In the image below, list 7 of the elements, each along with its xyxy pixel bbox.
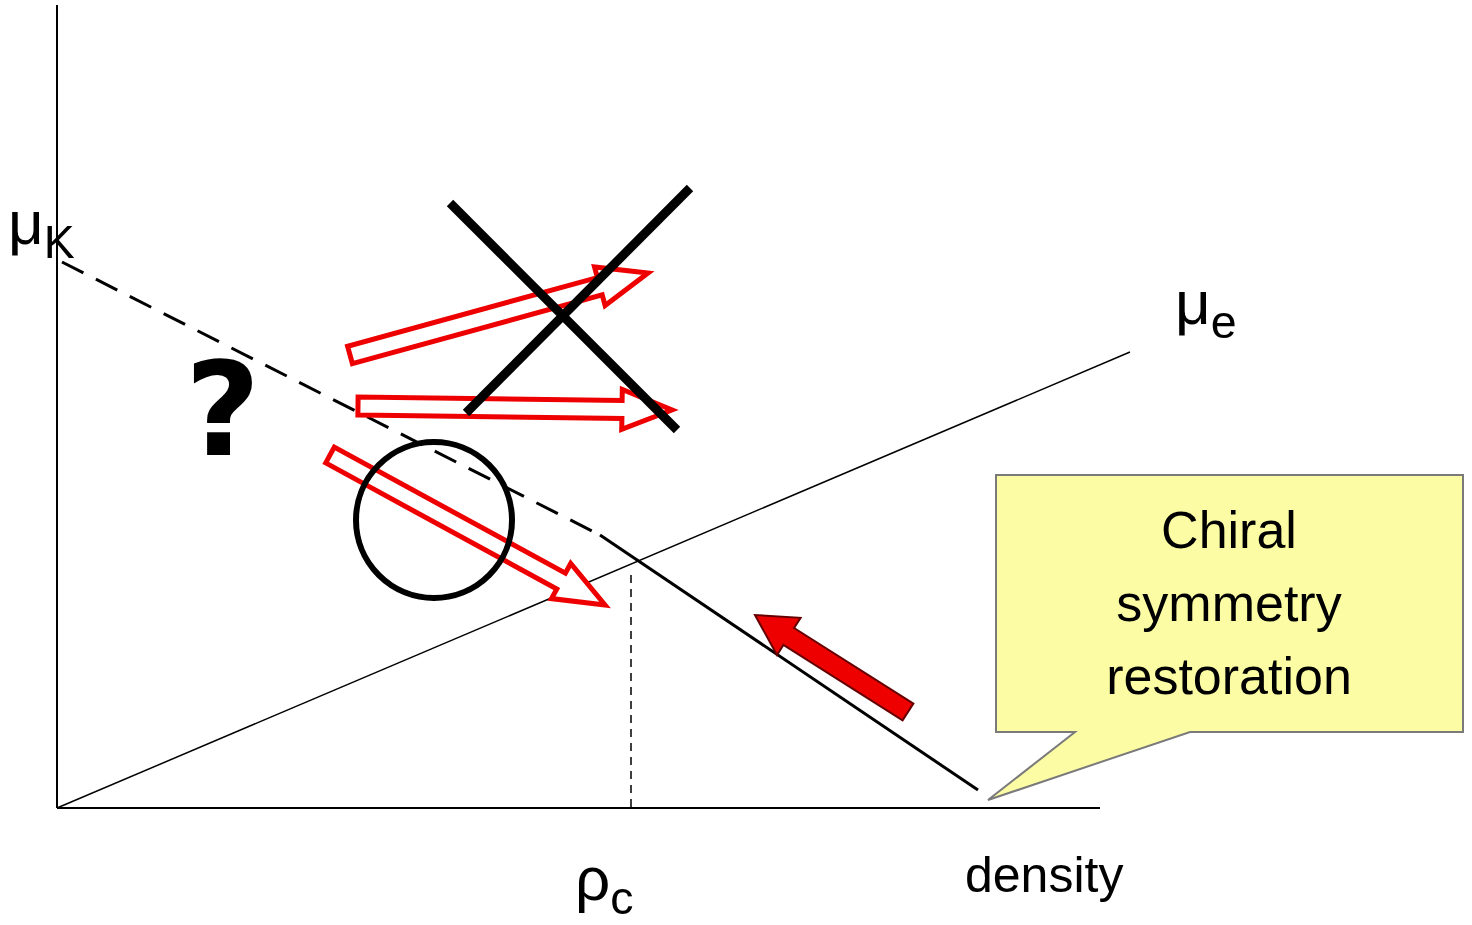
axis-label: density: [965, 850, 1124, 900]
question-mark: ?: [185, 345, 261, 475]
axis-label: μ$_{e}$: [1175, 272, 1237, 346]
circle-mark: [353, 439, 515, 601]
callout-bubble: [986, 474, 1464, 802]
callout-text: Chiral symmetry restoration: [1105, 500, 1353, 707]
axis-label: ρ$_{c}$: [575, 848, 634, 922]
